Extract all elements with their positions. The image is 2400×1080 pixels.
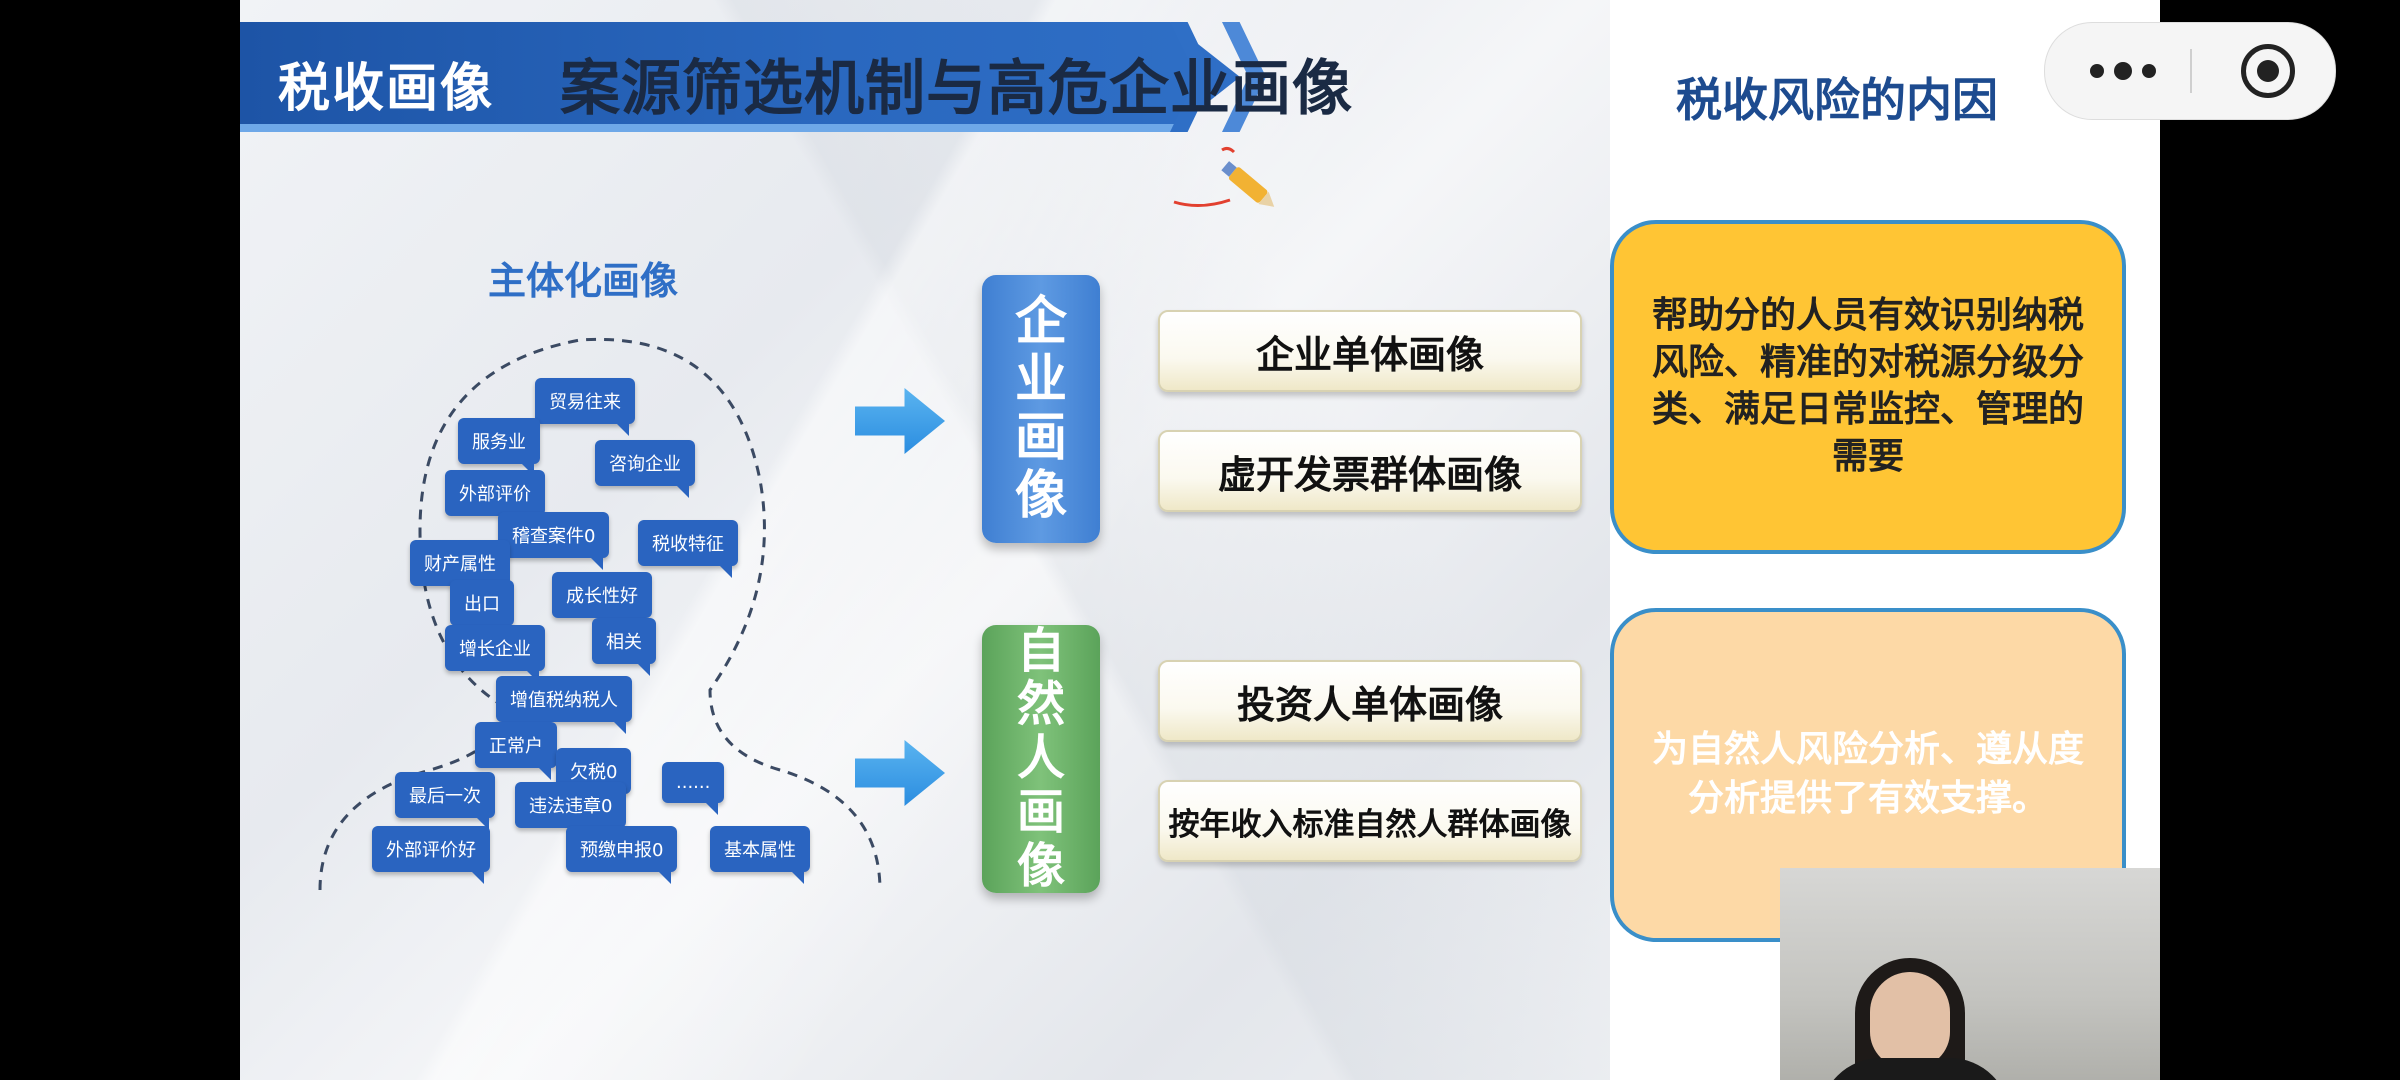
tag-bubble: 税收特征 bbox=[638, 520, 738, 578]
webcam-video[interactable] bbox=[1780, 868, 2160, 1080]
pencil-icon bbox=[1173, 146, 1275, 207]
tag-bubble: 财产属性 bbox=[410, 540, 510, 598]
natural-person-portrait-box: 自 然 人 画 像 bbox=[982, 624, 1100, 893]
tag-bubble: 服务业 bbox=[458, 418, 540, 476]
tag-bubble: 相关 bbox=[592, 618, 656, 676]
title-chevrons bbox=[1170, 22, 1266, 132]
enterprise-benefit-card: 帮助分的人员有效识别纳税风险、精准的对税源分级分类、满足日常监控、管理的需要 bbox=[1610, 220, 2126, 554]
tag-bubble: 贸易往来 bbox=[535, 378, 635, 436]
tag-bubble: 预缴申报0 bbox=[566, 826, 678, 884]
tag-bubble: 正常户 bbox=[475, 722, 557, 780]
tag-bubble: 外部评价好 bbox=[372, 826, 490, 884]
panel-title: 税收风险的内因 bbox=[1676, 73, 1998, 127]
tag-bubble: ...... bbox=[662, 762, 725, 815]
tag-bubble: 基本属性 bbox=[710, 826, 810, 884]
tag-bubble: 出口 bbox=[450, 580, 514, 638]
title-bar bbox=[240, 22, 1240, 132]
more-dots-icon[interactable] bbox=[2090, 58, 2180, 84]
fake-invoice-group-portrait: 虚开发票群体画像 bbox=[1158, 430, 1582, 512]
tag-bubble: 外部评价 bbox=[445, 470, 545, 528]
investor-single-portrait: 投资人单体画像 bbox=[1158, 660, 1582, 742]
slide-tag: 税收画像 bbox=[278, 59, 495, 119]
enterprise-single-portrait: 企业单体画像 bbox=[1158, 310, 1582, 392]
record-target-icon[interactable] bbox=[2241, 44, 2295, 98]
tag-bubble: 增值税纳税人 bbox=[496, 676, 632, 734]
income-group-portrait: 按年收入标准自然人群体画像 bbox=[1158, 780, 1582, 862]
tag-bubble: 成长性好 bbox=[552, 572, 652, 630]
tag-bubble: 咨询企业 bbox=[595, 440, 695, 498]
tag-bubble: 稽查案件0 bbox=[498, 512, 610, 570]
tag-bubble: 最后一次 bbox=[395, 772, 495, 830]
tag-bubble: 增长企业 bbox=[445, 625, 545, 683]
window-control-pill bbox=[2044, 22, 2336, 120]
slide: 税收画像 案源筛选机制与高危企业画像 主体化画像 贸易往来 服务业 咨询企业 外… bbox=[240, 0, 1610, 1080]
enterprise-portrait-box: 企 业 画 像 bbox=[982, 275, 1100, 543]
subject-portrait-title: 主体化画像 bbox=[488, 259, 679, 303]
slide-title: 案源筛选机制与高危企业画像 bbox=[560, 54, 1353, 124]
tag-bubble: 违法违章0 bbox=[515, 782, 627, 840]
